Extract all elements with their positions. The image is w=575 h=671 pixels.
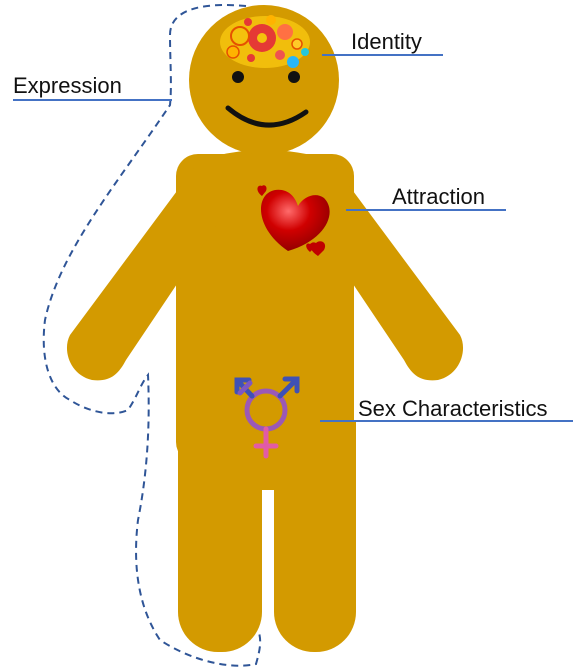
left-eye	[232, 71, 244, 83]
right-eye	[288, 71, 300, 83]
label-identity: Identity	[351, 31, 422, 53]
label-expression: Expression	[13, 75, 122, 97]
body-figure	[67, 5, 463, 652]
label-sex-characteristics: Sex Characteristics	[358, 398, 548, 420]
label-attraction: Attraction	[392, 186, 485, 208]
